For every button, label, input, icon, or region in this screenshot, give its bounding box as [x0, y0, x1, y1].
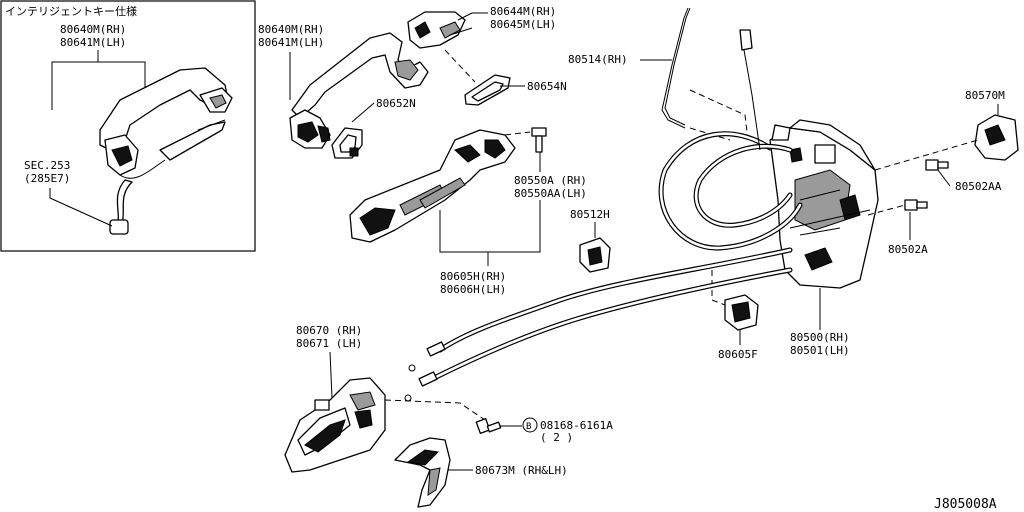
bolt-marker-icon	[522, 417, 538, 433]
label-bracket-lh: 80606H(LH)	[440, 283, 506, 296]
lock-screw-aa	[925, 159, 949, 171]
door-striker	[974, 114, 1019, 161]
inside-handle	[284, 377, 386, 473]
inner-escutcheon	[394, 437, 451, 508]
bolt-marker: B	[526, 422, 531, 432]
label-bolt-lh: 80550AA(LH)	[514, 187, 587, 200]
label-cable-clip: 80605F	[718, 348, 758, 361]
label-inner-escutcheon: 80673M (RH&LH)	[475, 464, 568, 477]
front-gasket	[464, 74, 511, 106]
label-bolt-qty: ( 2 )	[540, 431, 573, 444]
label-rod: 80514(RH)	[568, 53, 628, 66]
label-escutcheon-lh: 80645M(LH)	[490, 18, 556, 31]
label-screw-aa: 80502AA	[955, 180, 1002, 193]
inset-part-label-rh: 80640M(RH)	[60, 23, 126, 36]
inside-handle-bolt	[475, 418, 502, 434]
label-gasket-rear: 80652N	[376, 97, 416, 110]
label-gasket-front: 80654N	[527, 80, 567, 93]
label-bolt-rh: 80550A (RH)	[514, 174, 587, 187]
label-clip: 80512H	[570, 208, 610, 221]
bracket-bolt	[531, 127, 547, 153]
label-bolt-part: 08168-6161A	[540, 419, 613, 432]
label-lock-lh: 80501(LH)	[790, 344, 850, 357]
intelligent-key-inset: インテリジェントキー仕様 80640M(RH) 80641M(LH) SEC.2…	[0, 0, 256, 252]
label-screw-a: 80502A	[888, 243, 928, 256]
outside-handle	[289, 32, 429, 149]
inset-outside-handle	[99, 67, 233, 176]
inset-title: インテリジェントキー仕様	[5, 4, 137, 18]
diagram-code: J805008A	[934, 497, 997, 512]
inset-part-label-lh: 80641M(LH)	[60, 36, 126, 49]
inset-sec-subref: (285E7)	[24, 172, 70, 185]
escutcheon	[407, 11, 473, 49]
label-lock-rh: 80500(RH)	[790, 331, 850, 344]
label-striker: 80570M	[965, 89, 1005, 102]
label-bracket-rh: 80605H(RH)	[440, 270, 506, 283]
lock-rod	[661, 7, 691, 129]
label-handle-rh: 80640M(RH)	[258, 23, 324, 36]
label-escutcheon-rh: 80644M(RH)	[490, 5, 556, 18]
label-inside-handle-rh: 80670 (RH)	[296, 324, 362, 337]
label-handle-lh: 80641M(LH)	[258, 36, 324, 49]
rear-gasket	[331, 127, 363, 159]
cable-clip	[724, 294, 759, 331]
connector-icon	[109, 219, 129, 235]
handle-bracket	[349, 129, 516, 243]
label-inside-handle-lh: 80671 (LH)	[296, 337, 362, 350]
lock-screw-a	[904, 199, 928, 211]
rod-clip	[579, 237, 611, 273]
inset-sec-label: SEC.253	[24, 159, 70, 172]
door-lock-actuator	[769, 119, 879, 289]
